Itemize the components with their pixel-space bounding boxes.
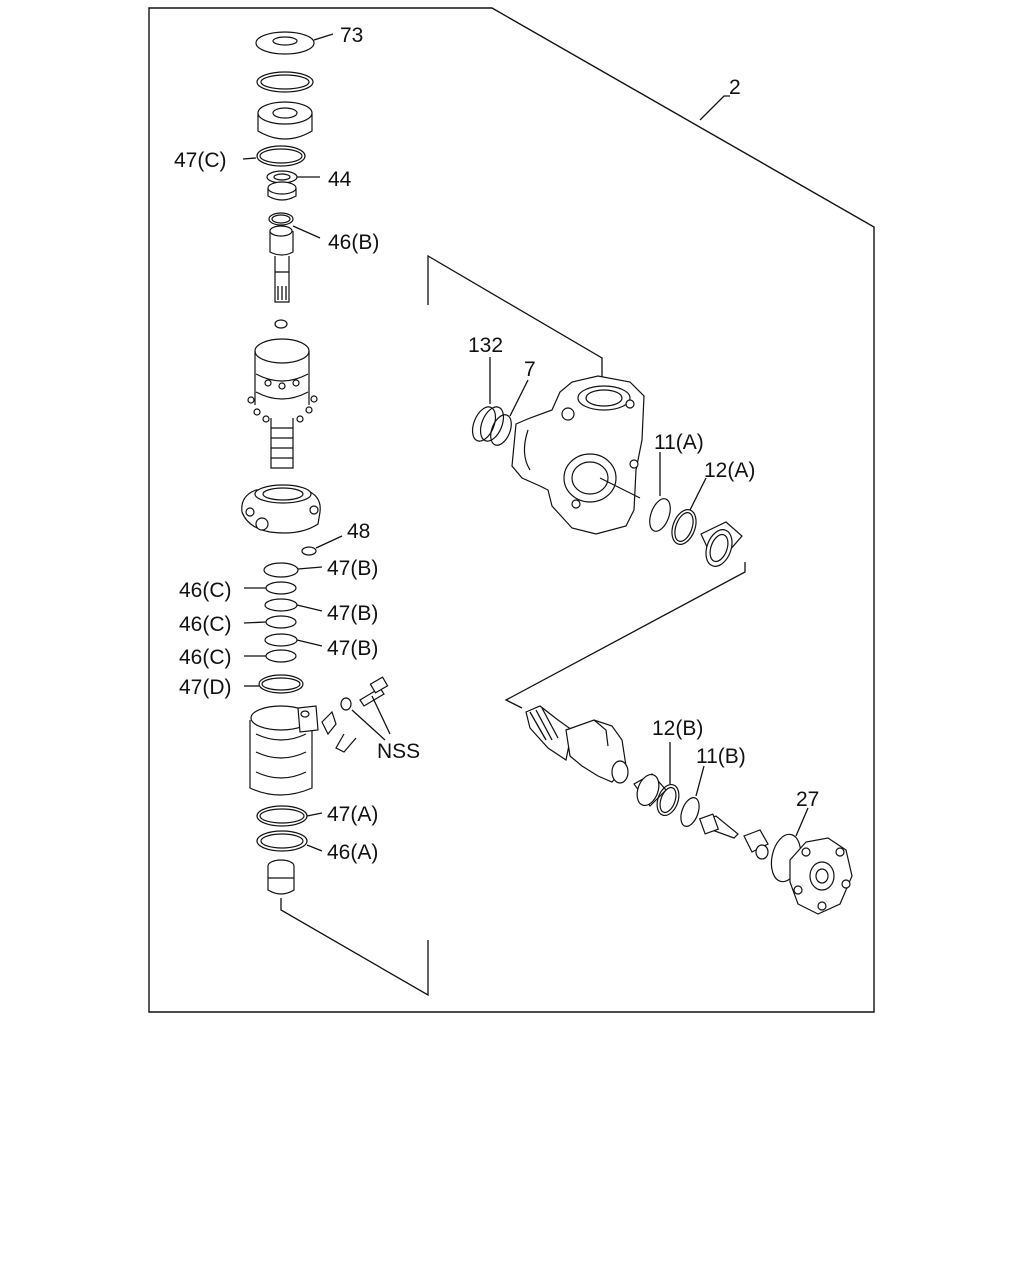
callout-12a: 12(A) (704, 459, 755, 482)
leader-11b (695, 765, 705, 797)
part-46a-ring (256, 830, 308, 852)
part-132-7-rings (471, 406, 512, 446)
callout-46a: 46(A) (327, 841, 378, 864)
callout-47b-1: 47(B) (327, 557, 378, 580)
part-73-washer (255, 31, 315, 55)
callout-46c-1: 46(C) (179, 579, 232, 602)
callout-48: 48 (347, 520, 370, 543)
callout-27: 27 (796, 788, 819, 811)
bracket-line-top (427, 254, 603, 382)
worm-ball-nut (247, 338, 318, 469)
callout-44: 44 (328, 168, 352, 191)
part-48-nut (301, 546, 317, 556)
adjuster-plug (267, 859, 295, 895)
callout-132: 132 (468, 334, 503, 357)
bracket-line-bottom (280, 898, 429, 997)
leader-46a (306, 844, 323, 852)
leader-47b-2 (296, 604, 323, 612)
callout-nss: NSS (377, 740, 420, 763)
leader-2 (699, 95, 730, 121)
callout-47d: 47(D) (179, 676, 232, 699)
leader-12a (689, 477, 707, 511)
callout-46b: 46(B) (328, 231, 379, 254)
leader-27 (795, 807, 809, 837)
leader-47a (306, 812, 323, 817)
leader-7 (509, 379, 529, 417)
part-12a-ring (671, 509, 697, 545)
leader-47c (242, 157, 257, 160)
part-47a-oring (256, 805, 308, 827)
part-11b-ring (680, 797, 700, 827)
nss-washer-bolt (340, 676, 389, 711)
part-12b-ring (656, 783, 680, 817)
valve-housing-upper (241, 484, 321, 534)
assembly-frame (148, 7, 875, 1013)
part-27-gasket-cover (770, 833, 853, 915)
seal-stack (258, 562, 304, 694)
leader-47b-1 (297, 566, 323, 570)
callout-7: 7 (524, 358, 536, 381)
callout-47b-3: 47(B) (327, 637, 378, 660)
callout-73: 73 (340, 24, 363, 47)
snap-ring-top (256, 71, 314, 93)
bearing-right-lower (633, 773, 667, 807)
callout-47b-2: 47(B) (327, 602, 378, 625)
leader-nss (351, 695, 391, 741)
callout-47c: 47(C) (174, 149, 227, 172)
sector-shaft (525, 705, 629, 784)
callout-11b: 11(B) (696, 745, 746, 768)
part-47c-oring (256, 145, 306, 167)
leader-46b (292, 225, 321, 239)
callout-12b: 12(B) (652, 717, 703, 740)
input-shaft (269, 225, 294, 329)
leader-73 (313, 33, 334, 41)
callout-47a: 47(A) (327, 803, 378, 826)
callout-11a: 11(A) (654, 431, 704, 454)
leader-48 (315, 535, 343, 549)
part-11a-ring (649, 498, 671, 532)
part-44-seal (266, 170, 298, 201)
part-46b-ring (268, 212, 294, 226)
leader-47b-3 (296, 639, 323, 647)
callout-46c-3: 46(C) (179, 646, 232, 669)
adjusting-screw (698, 813, 769, 860)
callout-2: 2 (729, 76, 741, 99)
leader-46c-2 (243, 621, 267, 624)
bracket-pin (321, 710, 357, 753)
callout-46c-2: 46(C) (179, 613, 232, 636)
gear-housing (511, 375, 645, 535)
bracket-line-middle (504, 562, 746, 709)
bearing-right-upper (700, 521, 743, 568)
bearing-housing (257, 101, 313, 140)
valve-body-lower (249, 705, 319, 796)
